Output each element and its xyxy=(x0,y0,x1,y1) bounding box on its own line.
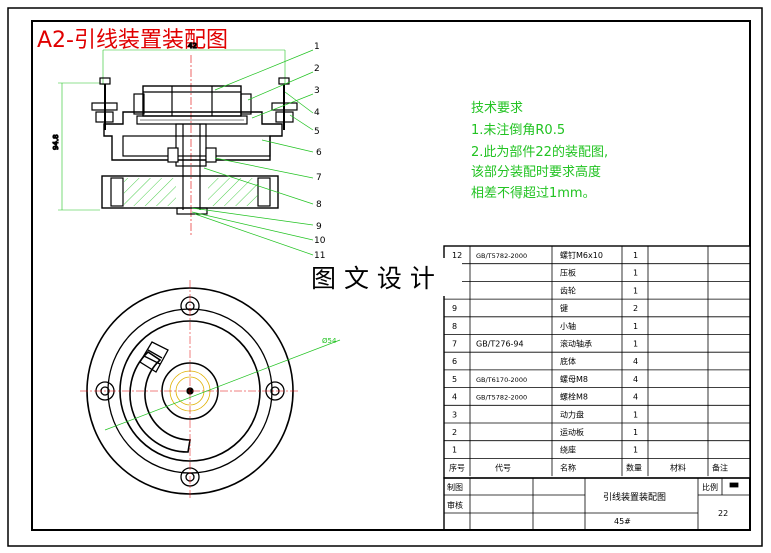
bom-cell-no: 8 xyxy=(452,322,457,331)
material-value: 45# xyxy=(614,517,631,526)
bom-cell-no: 3 xyxy=(452,410,457,419)
bom-cell-qty: 4 xyxy=(633,357,638,366)
bom-cell-no: 4 xyxy=(452,393,457,402)
drawing-title: A2-引线装置装配图 xyxy=(37,28,228,53)
bom-cell-name: 底体 xyxy=(560,356,576,366)
bom-cell-no: 12 xyxy=(452,251,462,260)
bom-header-2: 名称 xyxy=(560,462,576,472)
part-label-3: 3 xyxy=(314,86,320,96)
bom-cell-qty: 1 xyxy=(633,269,638,278)
bom-cell-code: GB/T5782-2000 xyxy=(476,252,527,260)
overlay-text: 图 文 设 计 xyxy=(311,264,435,293)
tech-line-1: 1.未注倒角R0.5 xyxy=(471,123,565,138)
bom-cell-no: 7 xyxy=(452,340,457,349)
bom-cell-name: 滚动轴承 xyxy=(560,339,592,349)
gear-hatch-right xyxy=(208,178,258,206)
bom-cell-name: 螺母M8 xyxy=(560,374,588,384)
bom-cell-qty: 1 xyxy=(633,322,638,331)
front-section-view: 42 94.8 xyxy=(51,41,298,235)
technical-requirements: 技术要求 1.未注倒角R0.5 2.此为部件22的装配图, 该部分装配时要求高度… xyxy=(471,101,608,201)
tech-line-4: 相差不得超过1mm。 xyxy=(471,185,596,201)
title-block xyxy=(443,477,751,531)
drawing-name: 引线装置装配图 xyxy=(603,491,666,503)
part-label-7: 7 xyxy=(316,173,322,183)
bom-cell-name: 螺栓M8 xyxy=(560,392,588,402)
bom-header-5: 备注 xyxy=(712,462,728,472)
top-view xyxy=(80,280,341,500)
bom-cell-code: GB/T276-94 xyxy=(476,340,524,349)
bom-cell-qty: 4 xyxy=(633,375,638,384)
part-label-10: 10 xyxy=(314,236,326,246)
review-label: 审核 xyxy=(447,500,463,510)
bom-cell-qty: 1 xyxy=(633,340,638,349)
bom-cell-qty: 1 xyxy=(633,286,638,295)
dim-height: 94.8 xyxy=(52,134,60,150)
tech-line-2: 2.此为部件22的装配图, xyxy=(471,144,608,160)
part-label-8: 8 xyxy=(316,200,322,210)
drawing-number: 22 xyxy=(718,509,728,518)
sheet-border xyxy=(7,7,763,547)
bom-cell-name: 动力盘 xyxy=(560,409,584,419)
tech-line-3: 该部分装配时要求高度 xyxy=(471,164,601,180)
bom-cell-qty: 1 xyxy=(633,251,638,260)
tech-heading: 技术要求 xyxy=(471,101,523,116)
bom-cell-name: 绕座 xyxy=(560,445,576,455)
part-label-11: 11 xyxy=(314,251,325,261)
drawn-label: 制图 xyxy=(447,482,463,492)
bom-table: 12GB/T5782-2000螺钉M6x10111压板110齿轮19键28小轴1… xyxy=(443,245,751,479)
bom-cell-name: 小轴 xyxy=(560,321,576,331)
bom-cell-code: GB/T6170-2000 xyxy=(476,376,527,384)
bom-cell-qty: 1 xyxy=(633,446,638,455)
part-label-5: 5 xyxy=(314,127,320,137)
bom-header-3: 数量 xyxy=(626,462,642,472)
bom-cell-name: 运动板 xyxy=(560,427,584,437)
bom-cell-no: 9 xyxy=(452,304,457,313)
dim-diameter: Ø54 xyxy=(322,337,337,345)
bom-header-0: 序号 xyxy=(449,462,465,472)
bom-cell-no: 2 xyxy=(452,428,457,437)
bom-cell-name: 键 xyxy=(560,303,568,313)
bom-cell-name: 螺钉M6x10 xyxy=(560,250,603,260)
gear-hatch-left xyxy=(124,178,176,206)
scale-label: 比例 xyxy=(702,482,718,492)
part-label-1: 1 xyxy=(314,42,320,52)
bom-cell-qty: 2 xyxy=(633,304,638,313)
bom-header-1: 代号 xyxy=(495,462,511,472)
part-label-4: 4 xyxy=(314,108,320,118)
bom-cell-no: 6 xyxy=(452,357,457,366)
bom-cell-qty: 1 xyxy=(633,428,638,437)
bom-header-4: 材料 xyxy=(670,462,686,472)
overlay-backdrop xyxy=(300,258,462,296)
bom-cell-qty: 4 xyxy=(633,393,638,402)
bom-cell-name: 齿轮 xyxy=(560,285,576,295)
part-label-2: 2 xyxy=(314,64,320,74)
bom-cell-code: GB/T5782-2000 xyxy=(476,394,527,402)
bom-cell-qty: 1 xyxy=(633,410,638,419)
bom-cell-no: 1 xyxy=(452,446,457,455)
bom-cell-no: 5 xyxy=(452,375,457,384)
part-leaders xyxy=(191,49,314,256)
part-label-6: 6 xyxy=(316,148,322,158)
dim-top-width: 42 xyxy=(188,42,197,50)
part-label-9: 9 xyxy=(316,222,322,232)
bom-cell-name: 压板 xyxy=(560,268,576,278)
part-label-numbers: 1 2 3 4 5 6 7 8 9 10 11 xyxy=(314,42,326,261)
